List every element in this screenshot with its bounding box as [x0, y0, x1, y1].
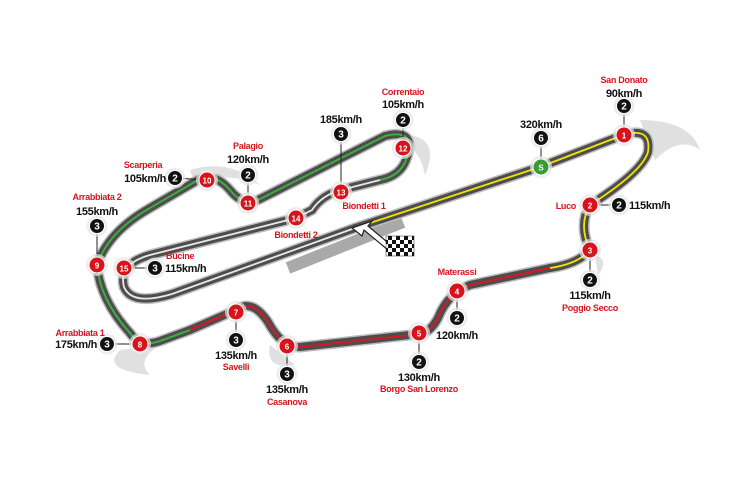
- corner-4-marker: 4: [446, 280, 468, 302]
- speed-trap-gear-badge: 6: [530, 127, 552, 149]
- corner-12-name: Correntaio: [382, 87, 425, 97]
- corner-12-marker: 12: [392, 137, 414, 159]
- corner-10-marker: 10: [196, 169, 218, 191]
- svg-text:3: 3: [104, 340, 110, 351]
- corner-13-marker: 13: [330, 181, 352, 203]
- corner-4-gear-badge: 2: [446, 307, 468, 329]
- corner-3-speed: 115km/h: [569, 290, 611, 302]
- svg-text:2: 2: [172, 174, 178, 185]
- corner-13-gear-badge: 3: [330, 123, 352, 145]
- svg-text:2: 2: [245, 171, 251, 182]
- svg-text:10: 10: [203, 177, 212, 186]
- svg-text:2: 2: [621, 102, 627, 113]
- corner-1-marker: 1: [613, 124, 635, 146]
- svg-text:6: 6: [538, 134, 544, 145]
- svg-text:3: 3: [338, 130, 344, 141]
- svg-text:2: 2: [454, 314, 460, 325]
- svg-text:14: 14: [292, 215, 301, 224]
- corner-5-speed: 130km/h: [398, 372, 441, 384]
- svg-text:7: 7: [234, 309, 239, 318]
- corner-14-name: Biondetti 2: [274, 230, 317, 240]
- svg-text:12: 12: [399, 145, 408, 154]
- corner-6-speed: 135km/h: [266, 384, 309, 396]
- corner-4-speed: 120km/h: [436, 330, 479, 342]
- corner-2-gear-badge: 2: [608, 194, 630, 216]
- speed-trap-marker: S: [530, 156, 552, 178]
- corner-3-marker: 3: [579, 239, 601, 261]
- svg-text:9: 9: [95, 262, 100, 271]
- corner-11-gear-badge: 2: [237, 164, 259, 186]
- corner-2-marker: 2: [579, 194, 601, 216]
- svg-text:5: 5: [417, 330, 422, 339]
- corner-1-gear-badge: 2: [613, 95, 635, 117]
- sector-2-centerline: [189, 267, 551, 348]
- corner-3-gear-badge: 2: [579, 269, 601, 291]
- svg-text:3: 3: [284, 370, 290, 381]
- corner-2-speed: 115km/h: [629, 200, 671, 212]
- corner-12-speed: 105km/h: [382, 99, 425, 111]
- svg-text:13: 13: [337, 189, 346, 198]
- corner-7-marker: 7: [225, 301, 247, 323]
- svg-text:11: 11: [244, 200, 253, 209]
- speed-trap-speed: 320km/h: [520, 119, 563, 131]
- corner-14-marker: 14: [285, 207, 307, 229]
- corner-8-name: Arrabbiata 1: [56, 328, 105, 338]
- svg-text:2: 2: [400, 116, 406, 127]
- corner-13-speed: 185km/h: [320, 114, 363, 126]
- svg-text:4: 4: [455, 288, 460, 297]
- corner-15-speed: 115km/h: [165, 263, 207, 275]
- corner-15-gear-badge: 3: [144, 257, 166, 279]
- corner-8-speed: 175km/h: [55, 339, 98, 351]
- corner-15-name: Bucine: [166, 251, 195, 261]
- corner-7-gear-badge: 3: [225, 329, 247, 351]
- corner-9-name: Arrabbiata 2: [73, 192, 122, 202]
- svg-text:2: 2: [416, 358, 422, 369]
- corner-1-name: San Donato: [600, 75, 648, 85]
- corner-9-marker: 9: [86, 254, 108, 276]
- corner-13-name: Biondetti 1: [342, 201, 385, 211]
- corner-1-speed: 90km/h: [606, 88, 643, 100]
- corner-12-gear-badge: 2: [392, 109, 414, 131]
- svg-text:15: 15: [120, 265, 129, 274]
- corner-11-speed: 120km/h: [227, 154, 270, 166]
- corner-7-speed: 135km/h: [215, 350, 258, 362]
- corner-8-marker: 8: [129, 333, 151, 355]
- corner-2-name: Luco: [556, 201, 577, 211]
- corner-7-name: Savelli: [223, 362, 249, 372]
- pit-lane: [285, 216, 406, 274]
- checkered-flag-icon: [385, 235, 415, 257]
- svg-text:8: 8: [138, 341, 143, 350]
- svg-text:6: 6: [285, 343, 290, 352]
- corner-8-gear-badge: 3: [96, 333, 118, 355]
- corner-5-name: Borgo San Lorenzo: [380, 384, 459, 394]
- svg-text:2: 2: [588, 202, 593, 211]
- corner-11-name: Palagio: [233, 141, 264, 151]
- corner-5-gear-badge: 2: [408, 351, 430, 373]
- svg-text:2: 2: [616, 201, 622, 212]
- corner-6-name: Casanova: [267, 397, 308, 407]
- svg-text:3: 3: [233, 336, 239, 347]
- svg-text:S: S: [538, 164, 544, 173]
- corner-11-marker: 11: [237, 192, 259, 214]
- corner-10-gear-badge: 2: [164, 167, 186, 189]
- corner-3-name: Poggio Secco: [562, 303, 619, 313]
- corner-9-gear-badge: 3: [86, 215, 108, 237]
- corner-6-gear-badge: 3: [276, 363, 298, 385]
- corner-6-marker: 6: [276, 335, 298, 357]
- svg-text:3: 3: [94, 222, 100, 233]
- corner-10-speed: 105km/h: [124, 173, 167, 185]
- corner-5-marker: 5: [408, 322, 430, 344]
- svg-text:3: 3: [588, 247, 593, 256]
- corner-9-speed: 155km/h: [76, 206, 119, 218]
- svg-text:3: 3: [152, 264, 158, 275]
- corner-10-name: Scarperia: [124, 160, 164, 170]
- svg-text:1: 1: [622, 132, 627, 141]
- corner-15-marker: 15: [113, 257, 135, 279]
- svg-text:2: 2: [587, 276, 593, 287]
- corner-4-name: Materassi: [438, 267, 477, 277]
